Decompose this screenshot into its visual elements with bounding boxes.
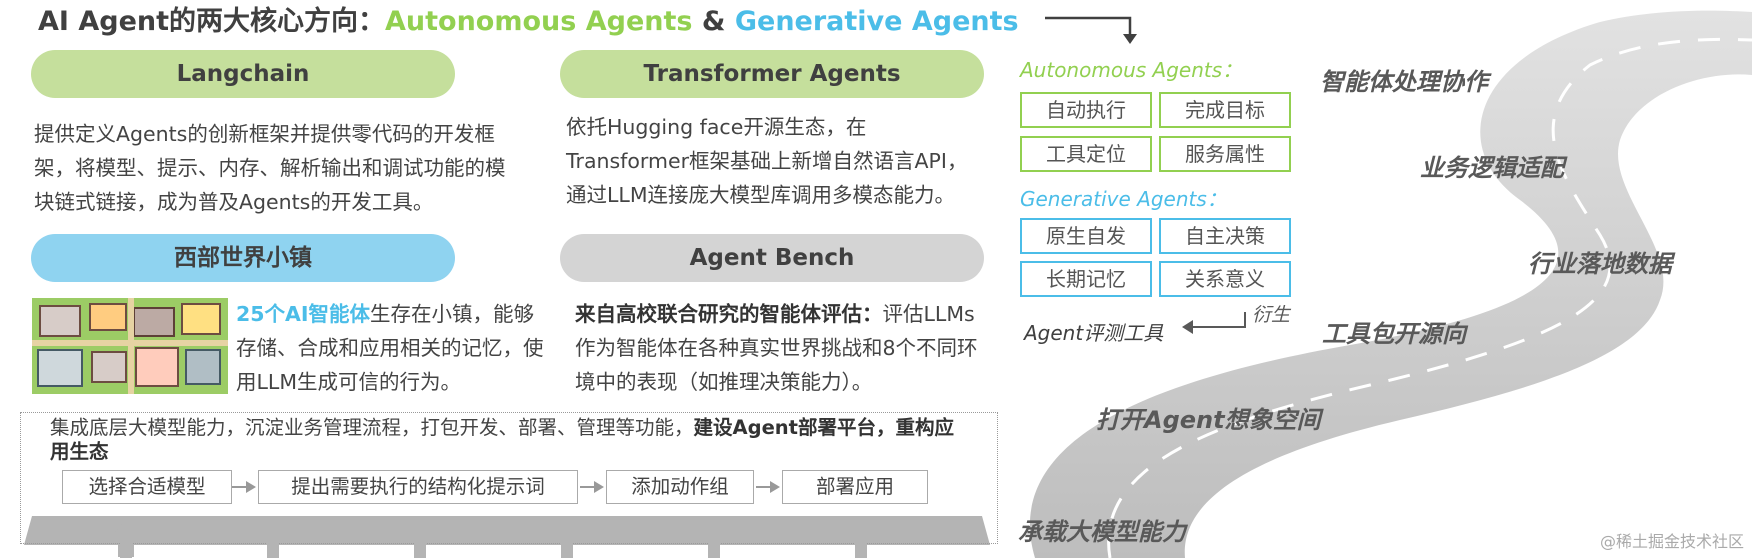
title-amp: & (692, 6, 735, 37)
tag-auto-exec: 自动执行 (1020, 92, 1152, 128)
derive-label: 衍生 (1252, 304, 1291, 326)
step-add-action-group: 添加动作组 (606, 470, 754, 504)
agent-eval-tool-label: Agent评测工具 (1024, 321, 1164, 345)
transformer-pill: Transformer Agents (560, 50, 984, 98)
step-arrow-icon (232, 481, 256, 493)
transformer-text: 依托Hugging face开源生态，在Transformer框架基础上新增自然… (566, 115, 968, 207)
platform-box (20, 412, 998, 544)
step-choose-model: 选择合适模型 (62, 470, 232, 504)
tag-complete-goal: 完成目标 (1159, 92, 1291, 128)
tag-long-term-memory: 长期记忆 (1020, 261, 1152, 297)
platform-bold: 建设Agent部署平台，重构应用生态 (50, 416, 954, 463)
road-label-business-logic: 业务逻辑适配 (1420, 154, 1564, 182)
town-highlight: 25个AI智能体 (236, 302, 371, 326)
road-label-agent-imagination: 打开Agent想象空间 (1096, 406, 1321, 434)
town-pill: 西部世界小镇 (31, 234, 455, 282)
road-label-industry-data: 行业落地数据 (1528, 250, 1672, 278)
langchain-text: 提供定义Agents的创新框架并提供零代码的开发框架，将模型、提示、内存、解析输… (34, 122, 506, 214)
generative-label: Generative Agents： (1020, 187, 1227, 211)
platform-body: 集成底层大模型能力，沉淀业务管理流程，打包开发、部署、管理等功能， (50, 416, 694, 439)
step-structured-prompt: 提出需要执行的结构化提示词 (258, 470, 578, 504)
road-label-model-capability: 承载大模型能力 (1018, 518, 1186, 546)
step-arrow-icon (580, 481, 604, 493)
autonomous-label: Autonomous Agents： (1020, 58, 1243, 82)
platform-text: 集成底层大模型能力，沉淀业务管理流程，打包开发、部署、管理等功能，建设Agent… (50, 416, 970, 464)
bench-pill: Agent Bench (560, 234, 984, 282)
town-text: 25个AI智能体生存在小镇，能够存储、合成和应用相关的记忆，使用LLM生成可信的… (236, 297, 546, 399)
tag-service-attribute: 服务属性 (1159, 136, 1291, 172)
watermark: @稀土掘金技术社区 (1599, 532, 1744, 551)
page-title: AI Agent的两大核心方向：Autonomous Agents & Gene… (38, 2, 1019, 42)
bench-bold: 来自高校联合研究的智能体评估： (575, 302, 883, 326)
town-map-image (32, 298, 228, 394)
bench-text: 来自高校联合研究的智能体评估：评估LLMs作为智能体在各种真实世界挑战和8个不同… (575, 297, 993, 399)
title-prefix: AI Agent的两大核心方向： (38, 6, 386, 37)
town-body: 生存在小镇，能够存储、合成和应用相关的记忆，使用LLM生成可信的行为。 (236, 302, 544, 394)
langchain-pill: Langchain (31, 50, 455, 98)
bench-body: 评估LLMs作为智能体在各种真实世界挑战和8个不同环境中的表现（如推理决策能力）… (575, 302, 978, 394)
road-label-collaboration: 智能体处理协作 (1320, 68, 1488, 96)
tag-autonomous-decision: 自主决策 (1159, 218, 1291, 254)
step-deploy-app: 部署应用 (782, 470, 928, 504)
title-autonomous: Autonomous Agents (385, 6, 693, 37)
road-label-toolkit-open-source: 工具包开源向 (1322, 320, 1466, 348)
step-arrow-icon (756, 481, 780, 493)
tag-native-spontaneous: 原生自发 (1020, 218, 1152, 254)
ramp-arrows (113, 520, 874, 558)
title-generative: Generative Agents (734, 6, 1019, 37)
tag-tool-positioning: 工具定位 (1020, 136, 1152, 172)
tag-relationship-meaning: 关系意义 (1159, 261, 1291, 297)
